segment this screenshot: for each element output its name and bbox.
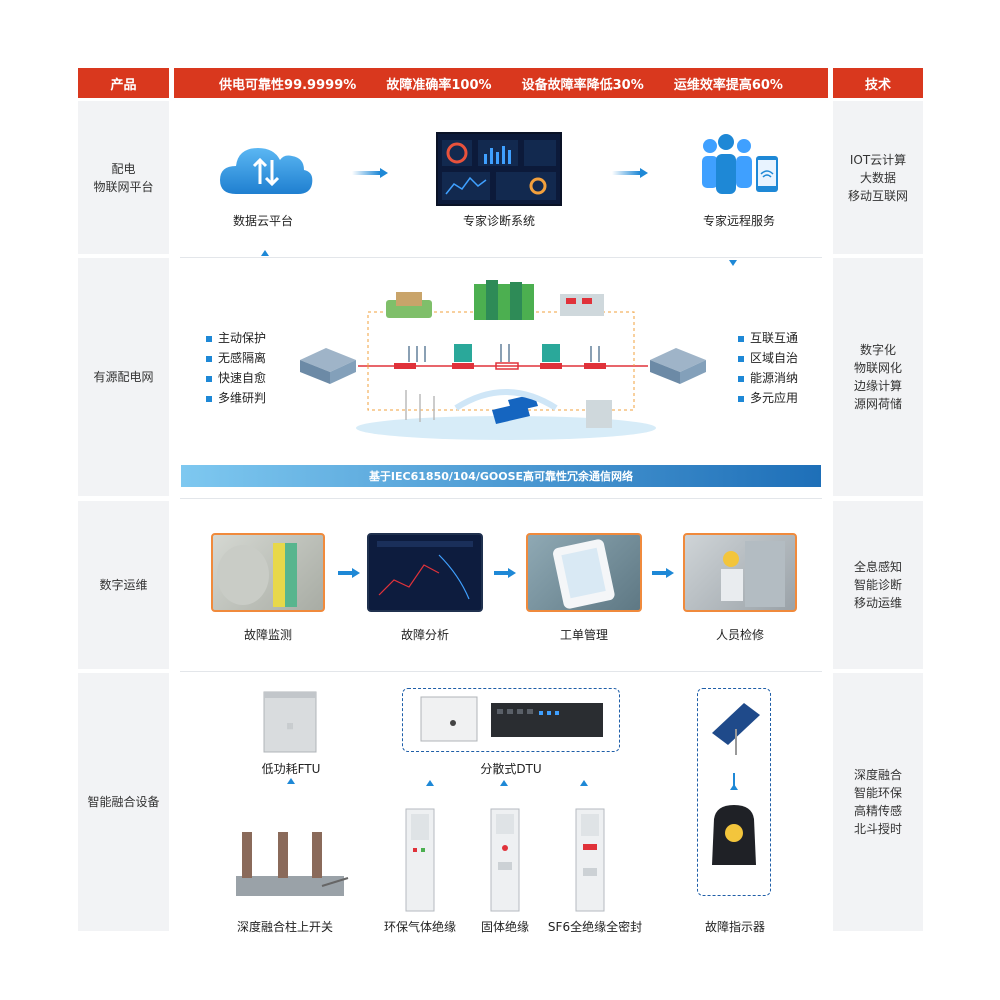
list-item: 能源消纳 [738, 368, 798, 388]
arrow-up-icon [426, 780, 434, 786]
caption-dtu: 分散式DTU [480, 762, 542, 776]
row-label-smart-devices: 智能融合设备 [78, 673, 169, 931]
ftu-box-icon: ||| [262, 688, 320, 760]
arrow-right-icon [666, 568, 674, 578]
list-item: 多元应用 [738, 388, 798, 408]
cabinet-solid-icon [490, 808, 520, 916]
arrow-right-icon [640, 168, 648, 178]
arrow-right-icon [508, 568, 516, 578]
caption-solid-insulated: 固体绝缘 [480, 920, 529, 934]
bullet-list-right: 互联互通 区域自治 能源消纳 多元应用 [738, 328, 798, 408]
caption-data-cloud: 数据云平台 [232, 214, 293, 228]
tech-digital: 数字化 物联网化 边缘计算 源网荷储 [833, 258, 923, 496]
header-tech: 技术 [833, 68, 923, 98]
metric-efficiency: 运维效率提高60% [673, 77, 783, 93]
network-bar: 基于IEC61850/104/GOOSE高可靠性冗余通信网络 [181, 465, 821, 487]
tech-iot: IOT云计算 大数据 移动互联网 [833, 101, 923, 254]
caption-sf6-insulated: SF6全绝缘全密封 [547, 920, 643, 934]
metric-accuracy: 故障准确率100% [386, 77, 492, 93]
arrow-up-icon [287, 778, 295, 784]
arrow-down-icon [729, 260, 737, 266]
maintenance-image [683, 533, 797, 612]
arrow-up-icon [261, 250, 269, 256]
fault-analysis-screen [367, 533, 483, 612]
dtu-group [402, 688, 620, 752]
list-item: 主动保护 [206, 328, 266, 348]
caption-fault-indicator: 故障指示器 [704, 920, 765, 934]
caption-ftu: 低功耗FTU [261, 762, 321, 776]
arrow-up-icon [730, 784, 738, 790]
arrow-up-icon [580, 780, 588, 786]
list-item: 互联互通 [738, 328, 798, 348]
grid-illustration [296, 280, 716, 449]
caption-work-order: 工单管理 [559, 628, 608, 642]
caption-fault-analysis: 故障分析 [400, 628, 449, 642]
bullet-list-left: 主动保护 无感隔离 快速自愈 多维研判 [206, 328, 266, 408]
pole-switch-icon [226, 826, 350, 916]
header-metrics-bar: 供电可靠性99.9999% 故障准确率100% 设备故障率降低30% 运维效率提… [174, 68, 828, 98]
header-product: 产品 [78, 68, 169, 98]
caption-pole-switch: 深度融合柱上开关 [236, 920, 333, 934]
caption-gas-insulated: 环保气体绝缘 [383, 920, 456, 934]
caption-maintenance: 人员检修 [715, 628, 764, 642]
metric-reliability: 供电可靠性99.9999% [219, 77, 357, 93]
dashboard-screen-icon [436, 132, 562, 206]
indicator-group [697, 688, 771, 896]
list-item: 快速自愈 [206, 368, 266, 388]
arrow-right-icon [380, 168, 388, 178]
cloud-icon [218, 140, 314, 200]
list-item: 区域自治 [738, 348, 798, 368]
metric-failure-rate: 设备故障率降低30% [521, 77, 644, 93]
caption-expert-diagnosis: 专家诊断系统 [462, 214, 535, 228]
row-label-digital-ops: 数字运维 [78, 501, 169, 669]
list-item: 无感隔离 [206, 348, 266, 368]
experts-phone-icon [694, 132, 784, 206]
tech-fusion: 深度融合 智能环保 高精传感 北斗授时 [833, 673, 923, 931]
arrow-right-icon [352, 568, 360, 578]
row-label-active-grid: 有源配电网 [78, 258, 169, 496]
arrow-up-icon [500, 780, 508, 786]
caption-remote-service: 专家远程服务 [702, 214, 775, 228]
work-order-image [526, 533, 642, 612]
cabinet-gas-icon [405, 808, 435, 916]
list-item: 多维研判 [206, 388, 266, 408]
cabinet-sf6-icon [575, 808, 605, 916]
caption-fault-monitor: 故障监测 [243, 628, 292, 642]
row-label-iot-platform: 配电 物联网平台 [78, 101, 169, 254]
svg-text:|||: ||| [287, 723, 293, 730]
tech-perception: 全息感知 智能诊断 移动运维 [833, 501, 923, 669]
fault-monitor-image [211, 533, 325, 612]
